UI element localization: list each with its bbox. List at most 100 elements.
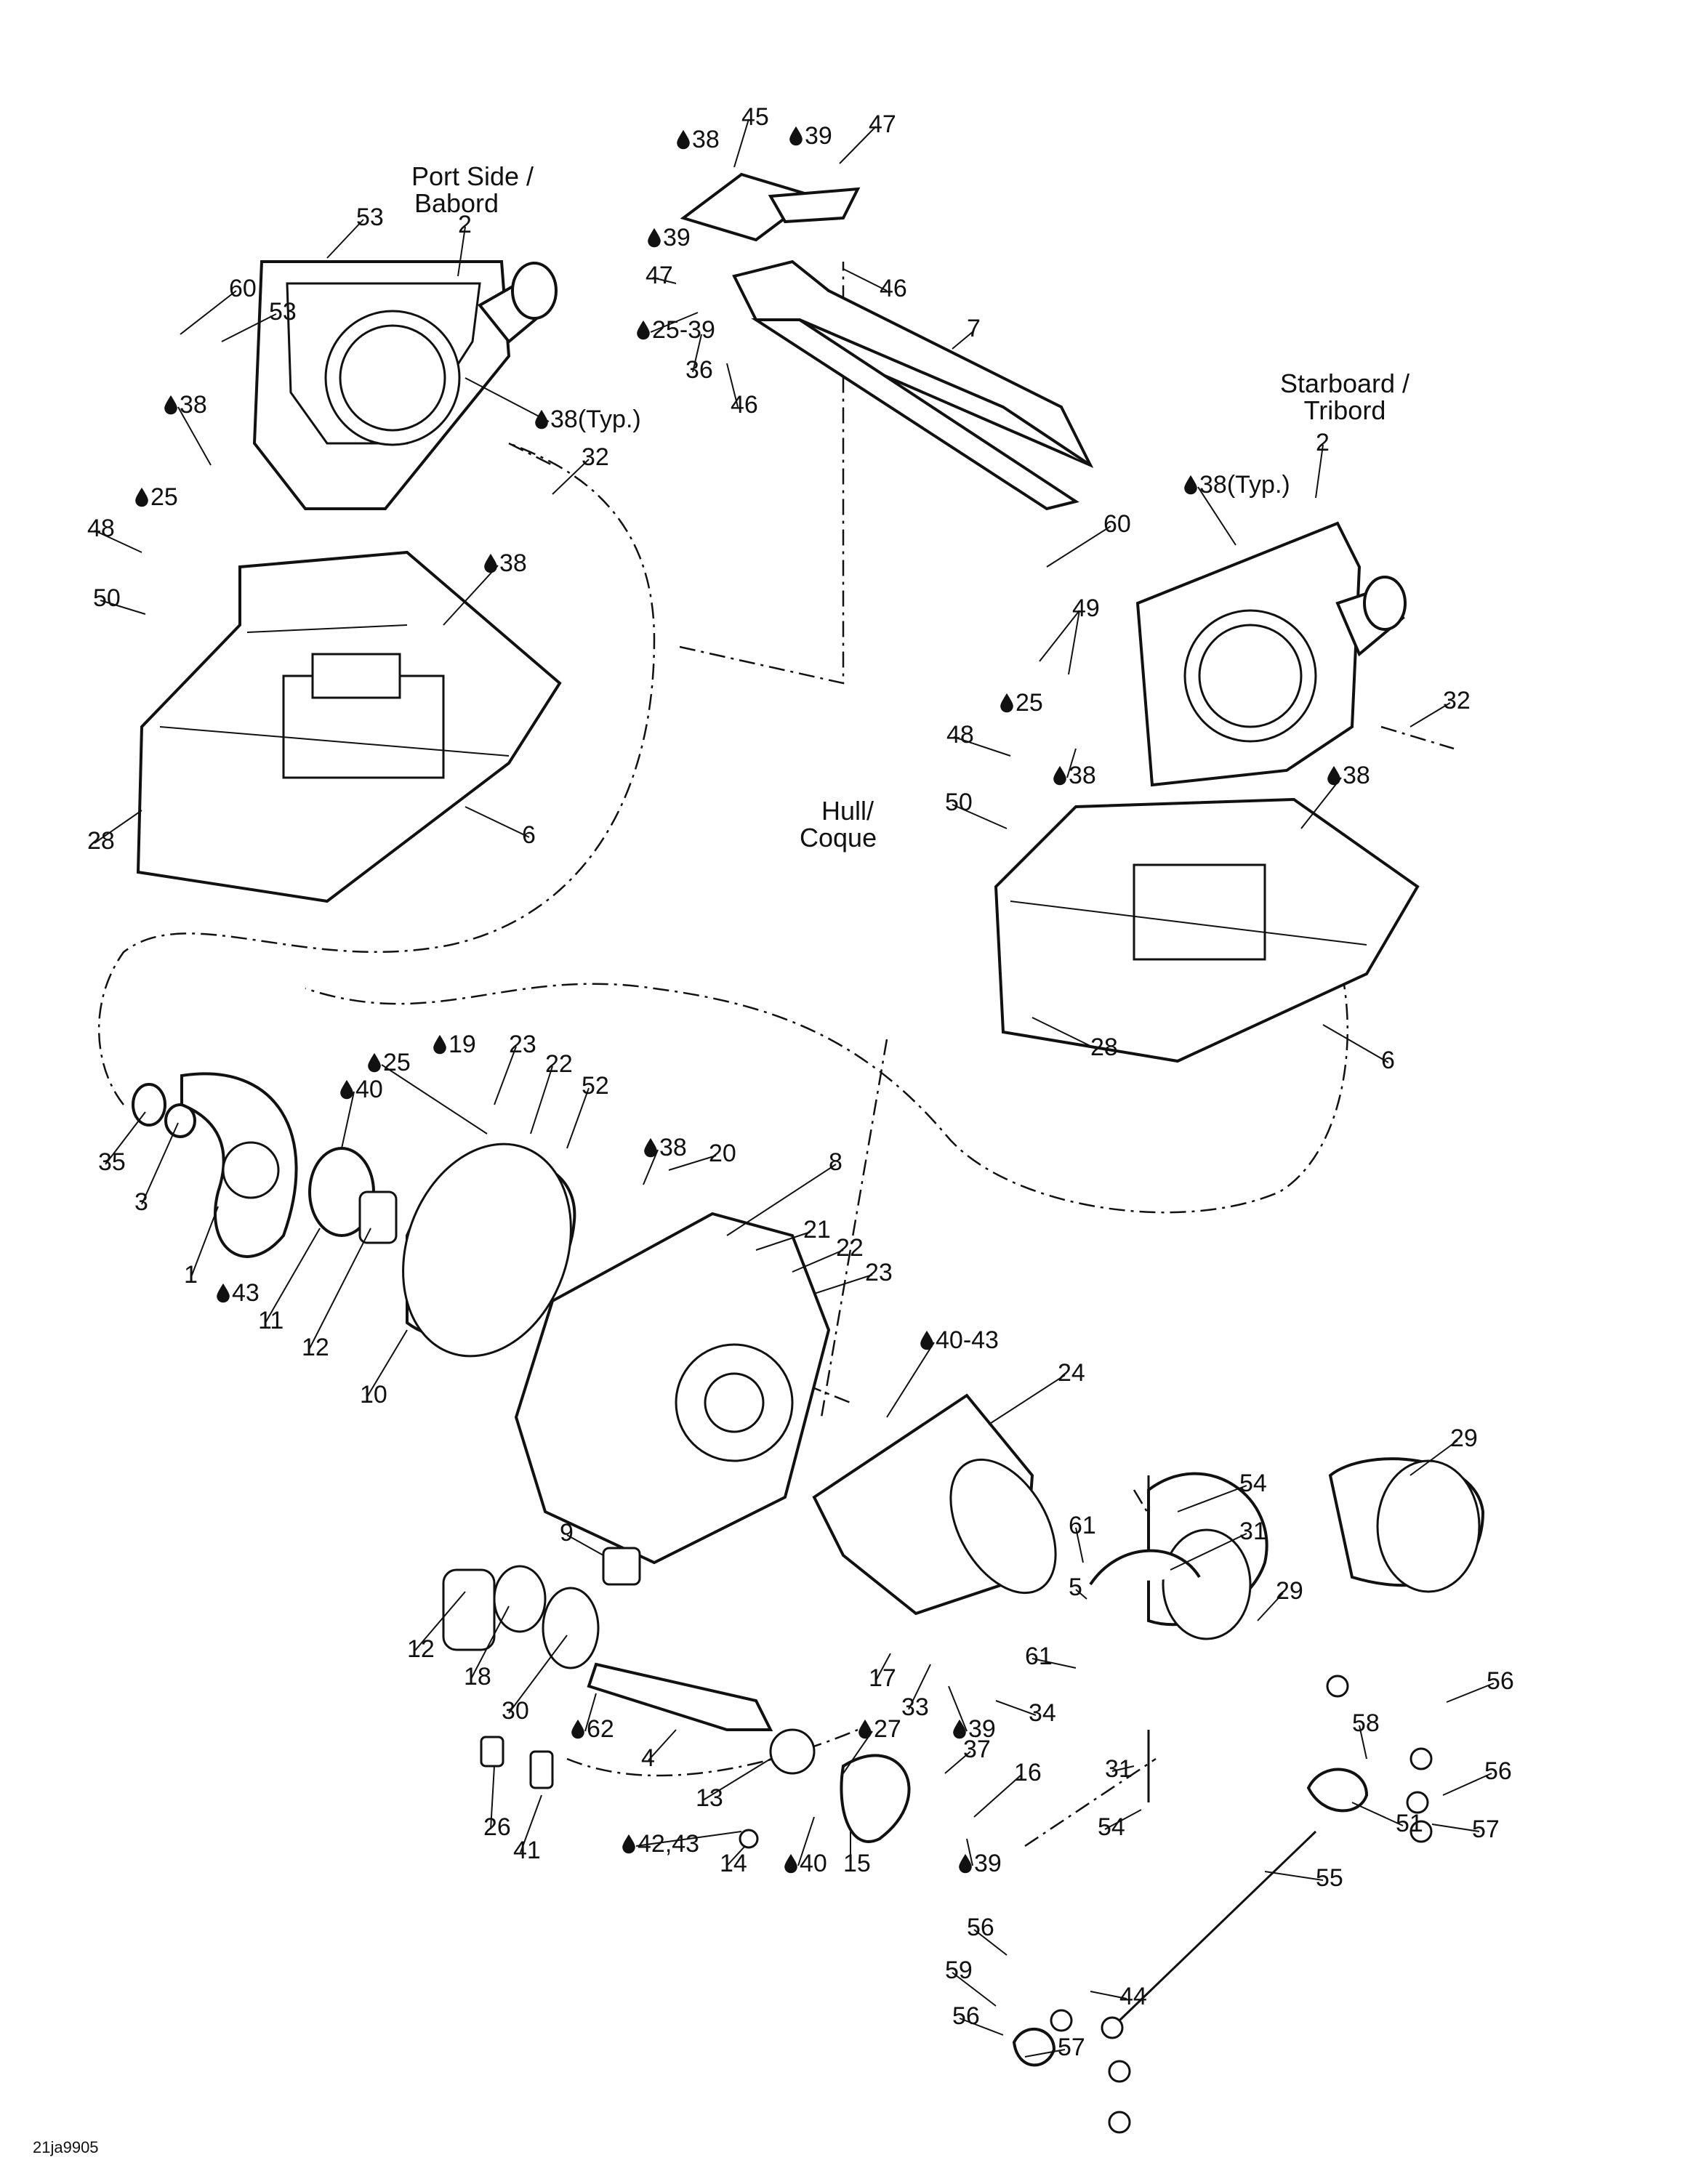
leader-line xyxy=(1066,748,1077,778)
callout-p41: 41 xyxy=(513,1837,541,1864)
leader-line xyxy=(94,530,142,553)
callout-number: 26 xyxy=(483,1813,511,1841)
oil-drop-icon xyxy=(571,1719,584,1739)
callout-number: 39 xyxy=(805,122,832,150)
callout-number: 34 xyxy=(1029,1699,1056,1727)
callout-p47b: 47 xyxy=(646,262,673,289)
callout-number: 54 xyxy=(1098,1813,1125,1841)
oil-drop-icon xyxy=(1053,765,1066,786)
callout-number: 12 xyxy=(302,1334,329,1361)
callout-p48b: 48 xyxy=(946,721,974,749)
callout-number: 38 xyxy=(1343,762,1370,789)
leader-line xyxy=(1409,702,1451,728)
leader-line xyxy=(648,1729,677,1761)
leader-line xyxy=(105,1111,146,1165)
starboard-title-line2: Tribord xyxy=(1304,395,1386,425)
callout-number: 56 xyxy=(952,2002,980,2030)
callout-number: 36 xyxy=(685,356,713,384)
leader-line xyxy=(366,1329,408,1398)
leader-line xyxy=(702,1758,771,1801)
leader-line xyxy=(1409,1440,1458,1476)
oil-drop-icon xyxy=(340,1079,353,1100)
callout-number: 48 xyxy=(87,515,115,542)
oil-drop-icon xyxy=(920,1330,933,1350)
leader-line xyxy=(1322,1024,1389,1063)
callout-number: 12 xyxy=(407,1635,435,1663)
callout-p54a: 54 xyxy=(1239,1470,1267,1497)
oil-drop-icon xyxy=(644,1137,657,1158)
callout-number: 6 xyxy=(522,821,536,849)
callout-number: 11 xyxy=(258,1307,283,1334)
oil-drop-icon xyxy=(789,126,803,146)
callout-p18: 18 xyxy=(464,1663,491,1691)
callout-number: 52 xyxy=(582,1072,609,1100)
leader-line xyxy=(1039,610,1080,662)
callout-p24: 24 xyxy=(1058,1359,1085,1387)
callout-p7: 7 xyxy=(967,315,981,342)
callout-p14: 14 xyxy=(720,1850,747,1877)
callout-p11: 11 xyxy=(258,1307,283,1334)
callout-p32a: 32 xyxy=(582,443,609,471)
leader-line xyxy=(177,406,212,466)
callout-number: 17 xyxy=(869,1664,896,1692)
leader-line xyxy=(973,1774,1022,1818)
callout-number: 38(Typ.) xyxy=(1199,471,1290,499)
leader-line xyxy=(1351,1802,1404,1826)
callout-number: 55 xyxy=(1316,1864,1343,1892)
callout-number: 38 xyxy=(692,126,720,153)
callout-p61a: 61 xyxy=(1069,1512,1096,1539)
callout-number: 2 xyxy=(458,211,472,238)
callout-number: 50 xyxy=(945,789,973,816)
leader-line xyxy=(494,1046,517,1105)
leader-line xyxy=(813,1274,873,1294)
callout-number: 25-39 xyxy=(652,316,715,344)
leader-line xyxy=(100,600,146,615)
leader-line xyxy=(584,1693,597,1732)
leader-line xyxy=(1068,610,1080,675)
leader-line xyxy=(1300,777,1342,829)
callout-p29a: 29 xyxy=(1450,1425,1478,1452)
callout-p27: 27 xyxy=(858,1715,901,1743)
callout-number: 49 xyxy=(1072,595,1100,622)
callout-p38c: 38 xyxy=(677,126,720,153)
callout-number: 19 xyxy=(449,1031,476,1058)
oil-drop-icon xyxy=(135,487,148,507)
leader-line xyxy=(908,1664,931,1710)
oil-drop-icon xyxy=(1000,693,1013,713)
callout-number: 22 xyxy=(836,1234,864,1262)
callout-number: 47 xyxy=(869,110,896,138)
leader-line xyxy=(566,1534,604,1556)
callout-p26: 26 xyxy=(483,1813,511,1841)
hull-title-line2: Coque xyxy=(800,823,877,853)
port-title-line2: Babord xyxy=(414,188,499,218)
oil-drop-icon xyxy=(637,320,650,340)
leader-line xyxy=(652,277,677,284)
callout-number: 9 xyxy=(560,1519,574,1547)
oil-drop-icon xyxy=(677,129,690,150)
callout-p38f: 38 xyxy=(644,1134,687,1161)
oil-drop-icon xyxy=(535,409,548,430)
callout-p4043: 40-43 xyxy=(920,1326,999,1354)
callout-number: 33 xyxy=(901,1693,929,1721)
callout-p55: 55 xyxy=(1316,1864,1343,1892)
callout-number: 42,43 xyxy=(638,1830,699,1858)
callout-p56a: 56 xyxy=(1487,1667,1514,1695)
callout-p25c: 25 xyxy=(368,1049,411,1076)
callout-p2539: 25-39 xyxy=(637,316,715,344)
callout-p22a: 22 xyxy=(545,1050,573,1078)
callout-p39b: 39 xyxy=(648,224,691,251)
titles: Port Side / Babord Starboard / Tribord H… xyxy=(33,161,1409,2156)
starboard-intake-plate xyxy=(994,521,1420,1063)
oil-drop-icon xyxy=(164,395,177,415)
leader-line xyxy=(668,1155,717,1171)
leader-line xyxy=(948,1685,968,1732)
leader-line xyxy=(530,1065,553,1135)
callout-p46a: 46 xyxy=(880,275,907,302)
leader-line xyxy=(465,377,550,422)
callout-number: 22 xyxy=(545,1050,573,1078)
callout-number: 43 xyxy=(232,1279,260,1307)
callout-number: 30 xyxy=(502,1697,529,1725)
callout-number: 46 xyxy=(731,391,758,419)
port-title-line1: Port Side / xyxy=(411,161,534,191)
callout-number: 41 xyxy=(513,1837,541,1864)
